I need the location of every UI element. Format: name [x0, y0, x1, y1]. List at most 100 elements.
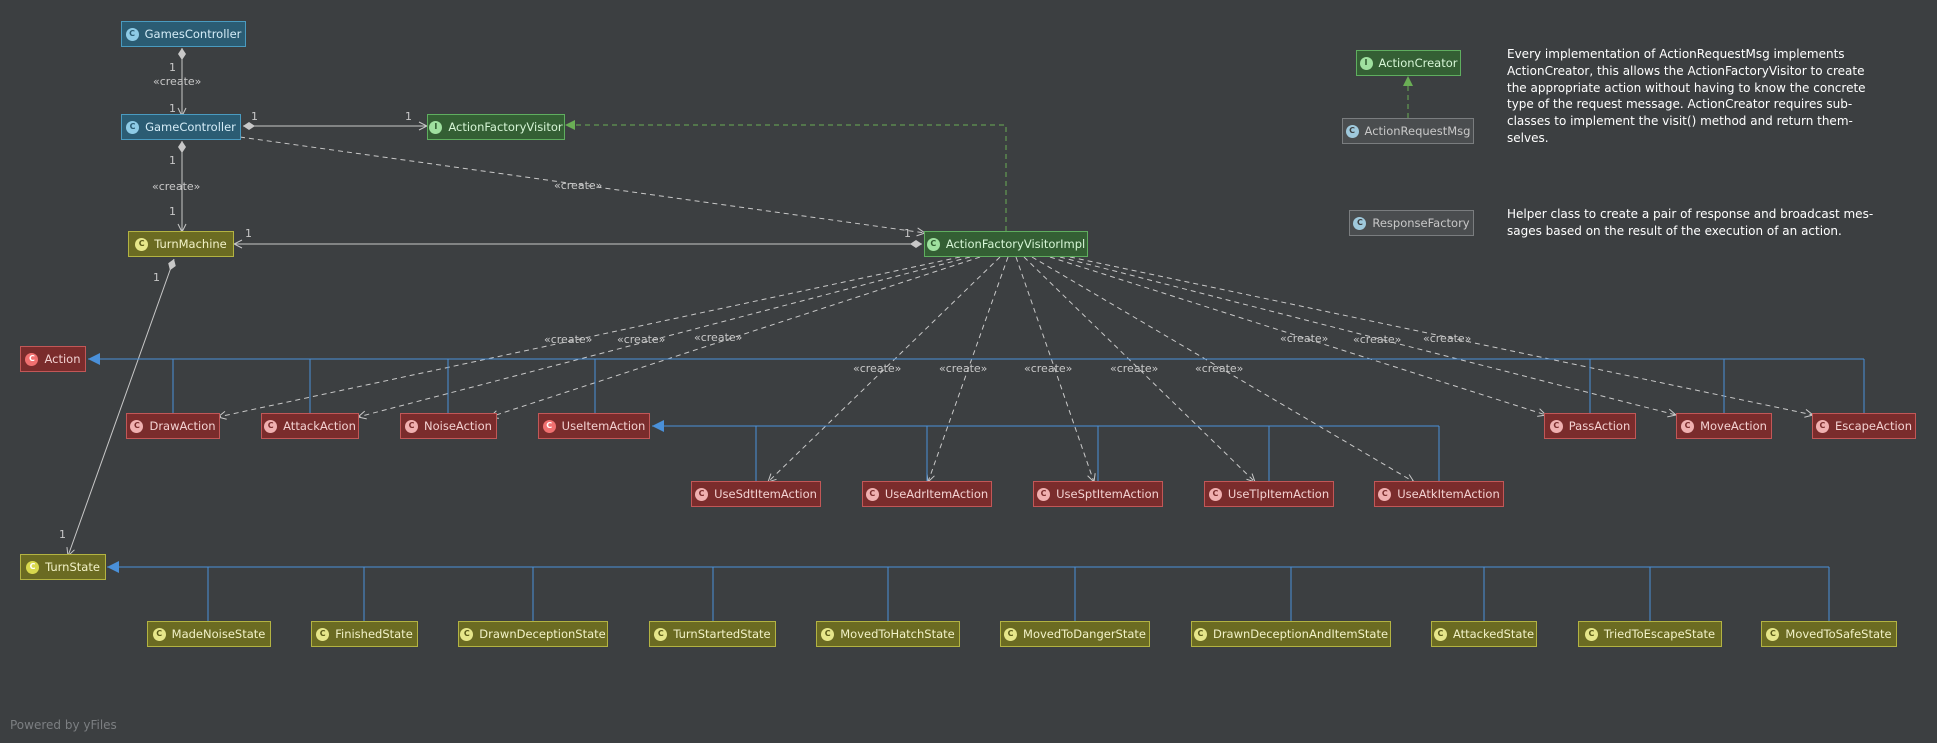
class-turnstartedstate[interactable]: C TurnStartedState	[649, 621, 776, 647]
create-label: «create»	[853, 362, 901, 375]
create-label: «create»	[1423, 332, 1471, 345]
abstract-class-icon: C	[26, 560, 40, 574]
interface-actioncreator[interactable]: I ActionCreator	[1356, 50, 1461, 76]
class-action[interactable]: C Action	[20, 346, 86, 372]
mult-label: 1	[405, 110, 412, 123]
class-useatkitemaction[interactable]: C UseAtkItemAction	[1374, 481, 1504, 507]
class-gamecontroller[interactable]: C GameController	[121, 114, 241, 140]
class-icon: C	[264, 419, 278, 433]
class-name: AttackAction	[283, 419, 356, 433]
mult-label: 1	[153, 271, 160, 284]
class-name: TriedToEscapeState	[1603, 627, 1716, 641]
class-usetlpitemaction[interactable]: C UseTlpItemAction	[1204, 481, 1334, 507]
class-icon: C	[1037, 487, 1051, 501]
class-noiseaction[interactable]: C NoiseAction	[400, 413, 497, 439]
class-drawndeceptionanditemstate[interactable]: C DrawnDeceptionAndItemState	[1191, 621, 1391, 647]
realization-edges	[565, 76, 1413, 231]
class-actionfactoryvisitorimpl[interactable]: C ActionFactoryVisitorImpl	[924, 231, 1088, 257]
note-line: Helper class to create a pair of respons…	[1507, 207, 1874, 221]
class-responsefactory[interactable]: C ResponseFactory	[1349, 210, 1474, 236]
class-icon: C	[1004, 627, 1018, 641]
class-icon: C	[405, 419, 419, 433]
mult-label: 1	[169, 154, 176, 167]
class-icon: C	[695, 487, 709, 501]
create-label: «create»	[554, 179, 602, 192]
edge-impl-adr	[928, 256, 1009, 482]
class-movedtosafestate[interactable]: C MovedToSafeState	[1761, 621, 1897, 647]
mult-label: 1	[169, 205, 176, 218]
class-name: EscapeAction	[1834, 419, 1913, 433]
class-icon: C	[1766, 627, 1780, 641]
class-attackaction[interactable]: C AttackAction	[261, 413, 359, 439]
class-turnmachine[interactable]: C TurnMachine	[128, 231, 234, 257]
class-attackedstate[interactable]: C AttackedState	[1431, 621, 1537, 647]
class-name: MovedToHatchState	[840, 627, 955, 641]
class-name: ActionRequestMsg	[1364, 124, 1471, 138]
class-icon: C	[316, 627, 330, 641]
mult-label: 1	[245, 227, 252, 240]
class-icon: C	[1193, 627, 1207, 641]
class-name: UseSdtItemAction	[714, 487, 817, 501]
mult-label: 1	[169, 61, 176, 74]
class-useadritemaction[interactable]: C UseAdrItemAction	[862, 481, 992, 507]
class-icon: C	[865, 487, 879, 501]
class-icon: C	[126, 120, 140, 134]
class-usesdtitemaction[interactable]: C UseSdtItemAction	[691, 481, 821, 507]
note-line: classes to implement the visit() method …	[1507, 114, 1853, 129]
class-icon: C	[1433, 627, 1447, 641]
edge-impl-noise	[490, 256, 981, 417]
class-drawndeceptionstate[interactable]: C DrawnDeceptionState	[458, 621, 608, 647]
class-finishedstate[interactable]: C FinishedState	[311, 621, 418, 647]
class-name: ActionCreator	[1378, 56, 1458, 70]
class-actionrequestmsg[interactable]: C ActionRequestMsg	[1342, 118, 1474, 144]
class-triedtoescapestate[interactable]: C TriedToEscapeState	[1578, 621, 1722, 647]
class-name: TurnStartedState	[673, 627, 771, 641]
class-drawaction[interactable]: C DrawAction	[126, 413, 220, 439]
class-name: GamesController	[144, 27, 242, 41]
edge-turnmachine-turnstate	[68, 258, 174, 556]
class-name: ActionFactoryVisitorImpl	[945, 237, 1086, 251]
class-turnstate[interactable]: C TurnState	[20, 554, 106, 580]
class-name: TurnMachine	[154, 237, 227, 251]
abstract-class-icon: C	[1345, 124, 1359, 138]
edge-impl-attack	[358, 256, 971, 417]
class-icon: C	[926, 237, 940, 251]
class-icon: C	[654, 627, 668, 641]
class-name: DrawAction	[149, 419, 216, 433]
class-name: GameController	[145, 120, 236, 134]
mult-label: 1	[169, 102, 176, 115]
class-movedtohatchstate[interactable]: C MovedToHatchState	[816, 621, 960, 647]
class-icon: C	[1549, 419, 1563, 433]
edge-labels: 1 «create» 1 1 1 1 «create» 1 «create» 1…	[59, 61, 1471, 541]
interface-actionfactoryvisitor[interactable]: I ActionFactoryVisitor	[427, 114, 565, 140]
class-name: UseAdrItemAction	[884, 487, 989, 501]
class-passaction[interactable]: C PassAction	[1544, 413, 1636, 439]
class-useitemaction[interactable]: C UseItemAction	[538, 413, 650, 439]
class-name: AttackedState	[1452, 627, 1535, 641]
class-usesptitemaction[interactable]: C UseSptItemAction	[1033, 481, 1163, 507]
class-icon: C	[125, 27, 139, 41]
class-gamescontroller[interactable]: C GamesController	[121, 21, 246, 47]
class-name: PassAction	[1568, 419, 1631, 433]
edge-impl-atk	[1031, 256, 1414, 482]
class-moveaction[interactable]: C MoveAction	[1676, 413, 1772, 439]
class-icon: C	[1584, 627, 1598, 641]
edge-impl-draw	[218, 256, 961, 417]
create-label: «create»	[1280, 332, 1328, 345]
class-name: FinishedState	[335, 627, 413, 641]
note-line: the appropriate action without having to…	[1507, 80, 1866, 95]
note-action-creator: Every implementation of ActionRequestMsg…	[1507, 46, 1927, 147]
class-icon: C	[1208, 487, 1222, 501]
create-label: «create»	[1024, 362, 1072, 375]
class-escapeaction[interactable]: C EscapeAction	[1812, 413, 1916, 439]
class-madenoisestate[interactable]: C MadeNoiseState	[147, 621, 271, 647]
create-label: «create»	[152, 180, 200, 193]
class-movedtodangerstate[interactable]: C MovedToDangerState	[1000, 621, 1150, 647]
powered-by-footer: Powered by yFiles	[10, 718, 117, 732]
class-icon: C	[1815, 419, 1829, 433]
class-name: UseTlpItemAction	[1227, 487, 1330, 501]
create-label: «create»	[617, 333, 665, 346]
class-name: TurnState	[45, 560, 100, 574]
class-icon: C	[1378, 487, 1392, 501]
